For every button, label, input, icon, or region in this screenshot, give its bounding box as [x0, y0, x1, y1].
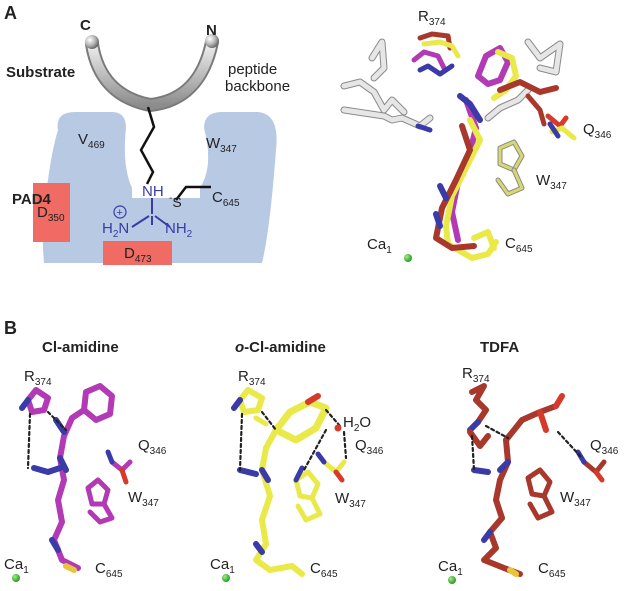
n-terminus-label: N	[206, 22, 217, 39]
s3-ca1-label: Ca1	[438, 558, 463, 578]
arginine-side-chain	[139, 106, 156, 185]
o-cl-amidine-structure	[222, 387, 348, 582]
h2n-left: H2N	[102, 220, 129, 240]
asp473-box	[103, 241, 172, 265]
panel-b-letter: B	[4, 318, 17, 338]
s1-ca1-label: Ca1	[4, 556, 29, 576]
c-terminus-label: C	[80, 17, 91, 34]
plus-charge: +	[117, 207, 123, 219]
overlay-ca1-label: Ca1	[367, 236, 392, 256]
s2-ca1-label: Ca1	[210, 556, 235, 576]
s3-r374-label: R374	[462, 365, 490, 385]
s2-r374-label: R374	[238, 368, 266, 388]
s3-c645-label: C645	[538, 560, 566, 580]
guanidinium-group: NH + H2N NH2 -S	[102, 183, 193, 240]
s3-q346-label: Q346	[590, 437, 619, 457]
tdfa-structure	[448, 383, 607, 584]
d473-label: D473	[124, 245, 152, 265]
s2-q346-label: Q346	[355, 437, 384, 457]
structure-3-title: TDFA	[480, 339, 519, 356]
overlay-q346-label: Q346	[583, 121, 612, 141]
s1-c645-label: C645	[95, 560, 123, 580]
v469-label: V469	[78, 131, 105, 151]
structure-2-title: o-Cl-amidine	[235, 339, 326, 356]
nh2-right: NH2	[165, 220, 193, 240]
cl-amidine-structure	[12, 383, 133, 582]
s1-w347-label: W347	[128, 489, 159, 509]
d350-label: D350	[37, 204, 65, 224]
substrate-label: Substrate	[6, 64, 75, 81]
s2-c645-label: C645	[310, 560, 338, 580]
s2-water-label: H2O	[343, 414, 371, 434]
backbone-label-line1: peptide	[228, 61, 277, 78]
thiolate-label: -S	[169, 193, 182, 210]
s2-w347-label: W347	[335, 490, 366, 510]
peptide-backbone	[85, 35, 219, 113]
overlay-calcium	[404, 254, 412, 262]
active-site-schematic: C N Substrate peptide backbone V469 W347…	[6, 17, 290, 265]
w347-label: W347	[206, 135, 237, 155]
n-terminus-ball	[205, 34, 219, 48]
enzyme-pocket	[42, 112, 277, 263]
s3-w347-label: W347	[560, 489, 591, 509]
overlay-w347-label: W347	[536, 172, 567, 192]
s1-q346-label: Q346	[138, 437, 167, 457]
c645-label: C645	[212, 189, 240, 209]
guanidinium-nh: NH	[142, 183, 164, 200]
c-terminus-ball	[85, 35, 99, 49]
s1-r374-label: R374	[24, 368, 52, 388]
panel-a-letter: A	[4, 3, 17, 23]
backbone-label-line2: backbone	[225, 78, 290, 95]
cys-thiol-bond	[175, 185, 211, 201]
overlay-structure	[340, 31, 577, 262]
structure-1-title: Cl-amidine	[42, 339, 119, 356]
pad4-label: PAD4	[12, 191, 52, 208]
overlay-c645-label: C645	[505, 235, 533, 255]
overlay-r374-label: R374	[418, 8, 446, 28]
asp350-box	[33, 183, 70, 242]
